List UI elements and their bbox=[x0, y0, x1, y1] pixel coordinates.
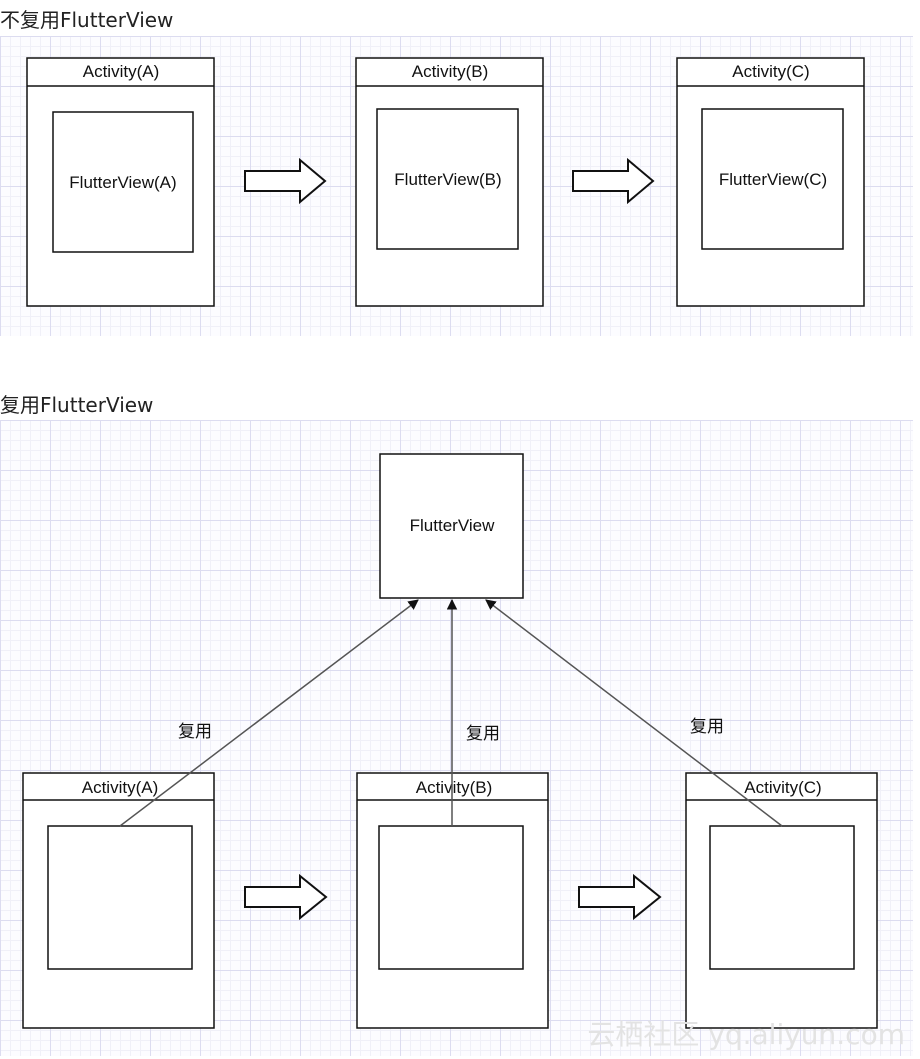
activity-b-title: Activity(B) bbox=[412, 62, 489, 81]
flutterview-c-box bbox=[701, 108, 844, 250]
activity-b-no-reuse: Activity(B) FlutterView(B) bbox=[355, 57, 544, 307]
shared-flutterview: FlutterView bbox=[379, 453, 524, 599]
activity-b-reuse: Activity(B) bbox=[356, 772, 549, 1029]
watermark: 云栖社区 yq.aliyun.com bbox=[587, 1018, 905, 1051]
flutterview-c-label: FlutterView(C) bbox=[719, 170, 827, 189]
activity-c-reuse-title: Activity(C) bbox=[744, 778, 821, 797]
activity-c-no-reuse: Activity(C) FlutterView(C) bbox=[676, 57, 865, 307]
reuse-edge-c bbox=[485, 599, 783, 827]
reuse-label-a: 复用 bbox=[178, 722, 212, 742]
activity-b-reuse-slot bbox=[378, 825, 524, 970]
block-arrow-reuse-a-to-b bbox=[244, 873, 328, 921]
block-arrow-b-to-c bbox=[572, 157, 655, 205]
flutterview-a-box bbox=[52, 111, 194, 253]
flutterview-b-box bbox=[376, 108, 519, 250]
flutterview-b-label: FlutterView(B) bbox=[394, 170, 501, 189]
section-title-reuse: 复用FlutterView bbox=[0, 393, 154, 417]
reuse-edge-a bbox=[119, 599, 419, 827]
activity-b-reuse-title: Activity(B) bbox=[416, 778, 493, 797]
activity-c-reuse-slot bbox=[709, 825, 855, 970]
activity-a-reuse: Activity(A) bbox=[22, 772, 215, 1029]
reuse-label-b: 复用 bbox=[466, 724, 500, 744]
activity-c-title: Activity(C) bbox=[732, 62, 809, 81]
shared-flutterview-label: FlutterView bbox=[410, 516, 495, 535]
section-title-no-reuse: 不复用FlutterView bbox=[0, 8, 174, 32]
shared-flutterview-box bbox=[379, 453, 524, 599]
activity-a-title: Activity(A) bbox=[83, 62, 160, 81]
flutterview-a-label: FlutterView(A) bbox=[69, 173, 176, 192]
activity-a-reuse-title: Activity(A) bbox=[82, 778, 159, 797]
block-arrow-a-to-b bbox=[244, 157, 327, 205]
activity-a-reuse-slot bbox=[47, 825, 193, 970]
activity-c-reuse: Activity(C) bbox=[685, 772, 878, 1029]
block-arrow-reuse-b-to-c bbox=[578, 873, 662, 921]
reuse-label-c: 复用 bbox=[690, 717, 724, 737]
activity-a-no-reuse: Activity(A) FlutterView(A) bbox=[26, 57, 215, 307]
